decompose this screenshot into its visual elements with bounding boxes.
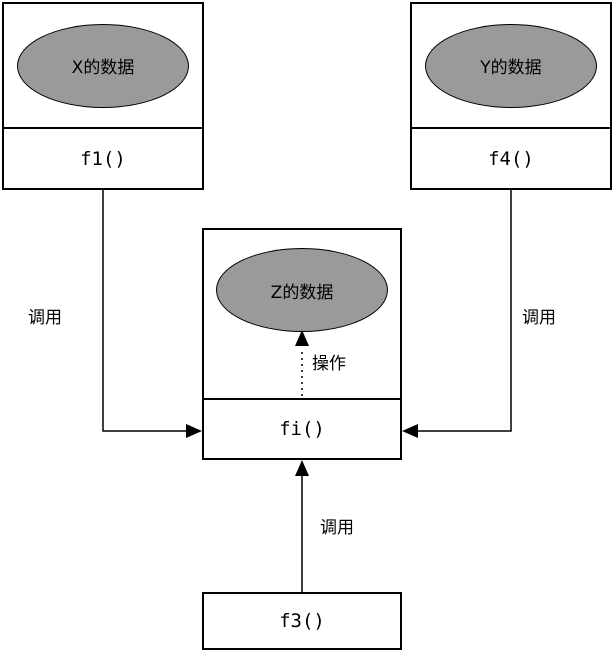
fi-function-cell: fi() (204, 398, 400, 458)
f3-label: f3() (279, 610, 325, 632)
x-data-label: X的数据 (71, 58, 135, 78)
node-x-module: X的数据 f1() (2, 2, 204, 190)
x-data-ellipse: X的数据 (17, 23, 189, 108)
z-data-label: Z的数据 (270, 282, 334, 303)
edge-f3-to-fi-arrowhead (295, 460, 309, 476)
f4-label: f4() (488, 147, 534, 170)
edge-fi-to-z-label: 操作 (312, 354, 346, 374)
edge-f4-to-fi-label: 调用 (522, 308, 556, 328)
y-ellipse-area: Y的数据 (412, 4, 610, 127)
y-data-label: Y的数据 (480, 58, 542, 78)
node-f3-box: f3() (202, 592, 402, 650)
x-ellipse-area: X的数据 (4, 4, 202, 127)
edge-f4-to-fi-line (418, 190, 512, 432)
edge-f4-to-fi-arrowhead (402, 424, 418, 438)
f1-function-cell: f1() (4, 127, 202, 188)
z-ellipse-area: Z的数据 (204, 230, 400, 398)
y-data-ellipse: Y的数据 (425, 23, 597, 108)
edge-f3-to-fi-label: 调用 (320, 518, 354, 538)
edge-f1-to-fi-arrowhead (186, 424, 202, 438)
edge-f1-to-fi-line (102, 190, 186, 432)
fi-label: fi() (279, 418, 325, 440)
node-y-module: Y的数据 f4() (410, 2, 612, 190)
edge-f1-to-fi-label: 调用 (28, 308, 62, 328)
f1-label: f1() (80, 147, 126, 170)
f4-function-cell: f4() (412, 127, 610, 188)
z-data-ellipse: Z的数据 (216, 248, 388, 332)
node-z-module: Z的数据 fi() (202, 228, 402, 460)
